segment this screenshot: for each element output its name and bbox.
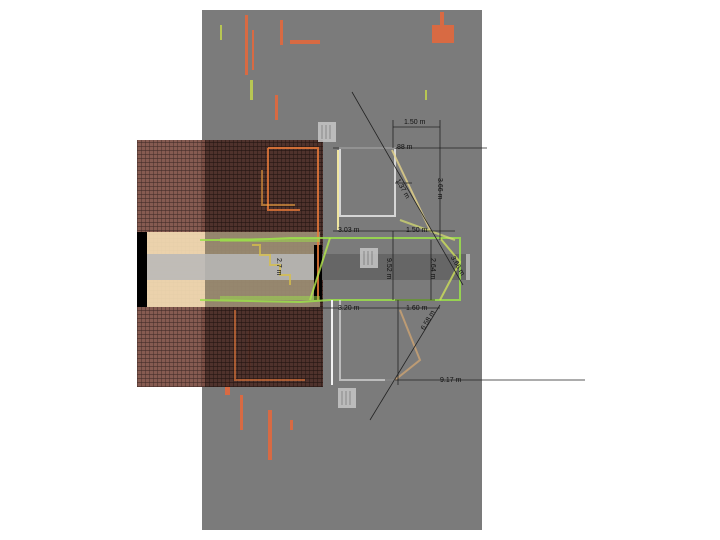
dimension-label: .88 m	[395, 144, 413, 151]
dimension-label: 1.50 m	[406, 227, 428, 234]
dimension-label: 3.20 m	[338, 305, 360, 312]
dimension-label: 9.17 m	[440, 377, 462, 384]
dimension-label: 9.52 m	[385, 258, 392, 280]
dimension-label: 3.03 m	[338, 227, 360, 234]
scan-station-marker[interactable]	[338, 388, 356, 408]
scan-station-marker[interactable]	[360, 248, 378, 268]
dimension-label: 2.7 m	[275, 258, 282, 276]
dimension-label: 2.64 m	[429, 258, 436, 280]
dimension-label: 1.50 m	[404, 119, 426, 126]
scan-station-marker[interactable]	[318, 122, 336, 142]
wall-section-left	[137, 232, 147, 307]
corridor-band-dark	[316, 254, 466, 280]
dimension-label: 3.66 m	[436, 178, 443, 200]
dimension-label: 1.60 m	[406, 305, 428, 312]
